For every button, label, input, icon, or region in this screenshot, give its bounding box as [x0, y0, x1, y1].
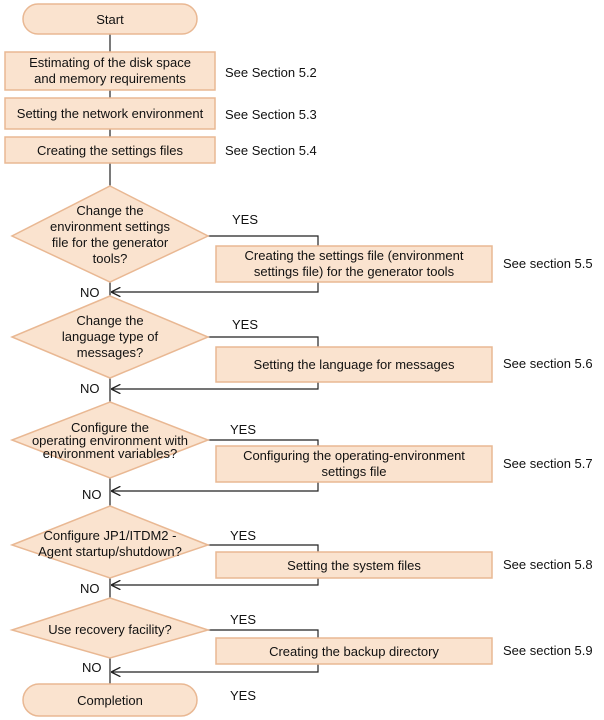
decision-generator-tools — [10, 185, 210, 283]
ref-section-5-8: See section 5.8 — [503, 557, 593, 572]
settings-files-step — [4, 136, 216, 164]
decision-4-line-1: Configure JP1/ITDM2 - — [44, 528, 177, 543]
decision-1-line-3: file for the generator — [52, 235, 169, 250]
return-arrow-2 — [112, 382, 319, 389]
decision-2-line-3: messages? — [77, 345, 143, 360]
decision-1-line-2: environment settings — [50, 219, 170, 234]
return-arrow-4 — [112, 578, 319, 585]
disk-step-line-1: Estimating of the disk space — [29, 55, 191, 70]
action-4-label: Setting the system files — [287, 558, 421, 573]
yes-label-1: YES — [232, 212, 258, 227]
return-arrow-1 — [112, 282, 319, 292]
decision-1-line-4: tools? — [93, 251, 128, 266]
network-step-label: Setting the network environment — [17, 106, 204, 121]
yes-label-2: YES — [232, 317, 258, 332]
no-label-4: NO — [80, 581, 100, 596]
yes-label-6: YES — [230, 688, 256, 703]
action-1-line-2: settings file) for the generator tools — [254, 264, 455, 279]
no-label-5: NO — [82, 660, 102, 675]
yes-branch-line-5 — [208, 629, 319, 638]
decision-3-line-2: operating environment with — [32, 433, 188, 448]
disk-requirements-step — [4, 51, 216, 91]
message-language-action — [215, 346, 493, 383]
yes-label-4: YES — [230, 528, 256, 543]
operating-environment-action — [215, 445, 493, 483]
decision-2-line-2: language type of — [62, 329, 159, 344]
no-label-1: NO — [80, 285, 100, 300]
generator-tools-settings-action — [215, 245, 493, 283]
disk-step-line-2: and memory requirements — [34, 71, 186, 86]
completion-terminal — [22, 683, 198, 717]
decision-agent-startup — [9, 505, 211, 579]
action-5-label: Creating the backup directory — [269, 644, 439, 659]
decision-5-label: Use recovery facility? — [48, 622, 172, 637]
ref-section-5-9: See section 5.9 — [503, 643, 593, 658]
decision-2-line-1: Change the — [76, 313, 143, 328]
decision-3-line-3: environment variables? — [43, 446, 177, 461]
decision-environment-variables — [9, 401, 211, 479]
system-files-action — [215, 551, 493, 579]
decision-1-line-1: Change the — [76, 203, 143, 218]
no-label-2: NO — [80, 381, 100, 396]
completion-label: Completion — [77, 693, 143, 708]
yes-branch-line-1 — [208, 235, 319, 246]
yes-label-3: YES — [230, 422, 256, 437]
action-3-line-1: Configuring the operating-environment — [243, 448, 465, 463]
ref-section-5-4: See Section 5.4 — [225, 143, 317, 158]
action-1-line-1: Creating the settings file (environment — [245, 248, 464, 263]
settings-files-step-label: Creating the settings files — [37, 143, 183, 158]
return-arrow-3 — [112, 482, 319, 491]
yes-branch-line-4 — [208, 544, 319, 552]
ref-section-5-2: See Section 5.2 — [225, 65, 317, 80]
no-label-3: NO — [82, 487, 102, 502]
ref-section-5-6: See section 5.6 — [503, 356, 593, 371]
yes-label-5: YES — [230, 612, 256, 627]
action-3-line-2: settings file — [321, 464, 386, 479]
yes-branch-line-3 — [208, 439, 319, 446]
decision-message-language — [10, 295, 210, 379]
decision-recovery-facility — [9, 597, 211, 659]
network-step — [4, 97, 216, 130]
action-2-label: Setting the language for messages — [254, 357, 455, 372]
start-label: Start — [96, 12, 124, 27]
yes-branch-line-2 — [208, 336, 319, 347]
backup-directory-action — [215, 637, 493, 665]
ref-section-5-5: See section 5.5 — [503, 256, 593, 271]
ref-section-5-7: See section 5.7 — [503, 456, 593, 471]
return-arrow-5 — [112, 664, 319, 672]
start-terminal — [22, 3, 198, 35]
decision-4-line-2: Agent startup/shutdown? — [38, 544, 182, 559]
ref-section-5-3: See Section 5.3 — [225, 107, 317, 122]
decision-3-line-1: Configure the — [71, 420, 149, 435]
